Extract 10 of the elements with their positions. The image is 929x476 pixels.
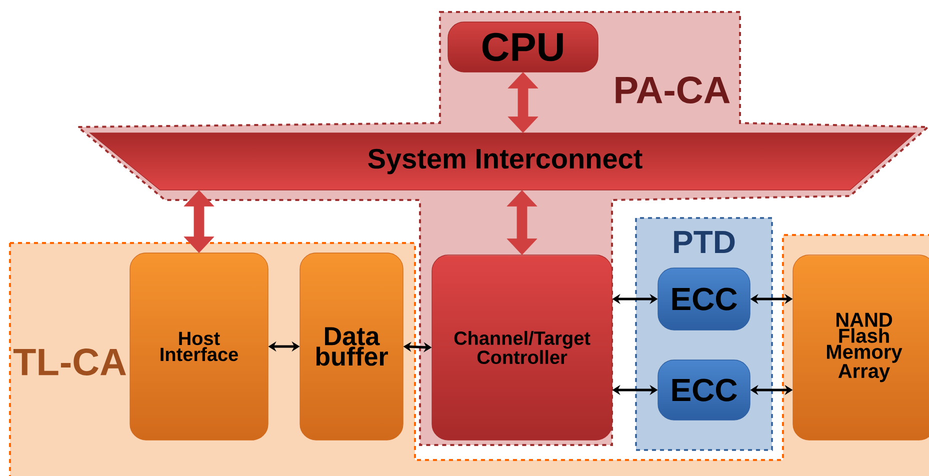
processor-box: CPU xyxy=(448,22,598,72)
arrow xyxy=(508,72,538,133)
memory-box: NAND Flash Memory Array xyxy=(792,254,929,440)
interface-box: Host Interface xyxy=(130,252,268,440)
ecc-box: ECC xyxy=(658,360,750,420)
buffer-box: Data buffer xyxy=(300,252,404,440)
ecc-box: ECC xyxy=(658,268,750,330)
arrow xyxy=(506,190,538,255)
controller-box: Channel/Target Controller xyxy=(432,254,612,440)
arrow xyxy=(184,190,214,253)
